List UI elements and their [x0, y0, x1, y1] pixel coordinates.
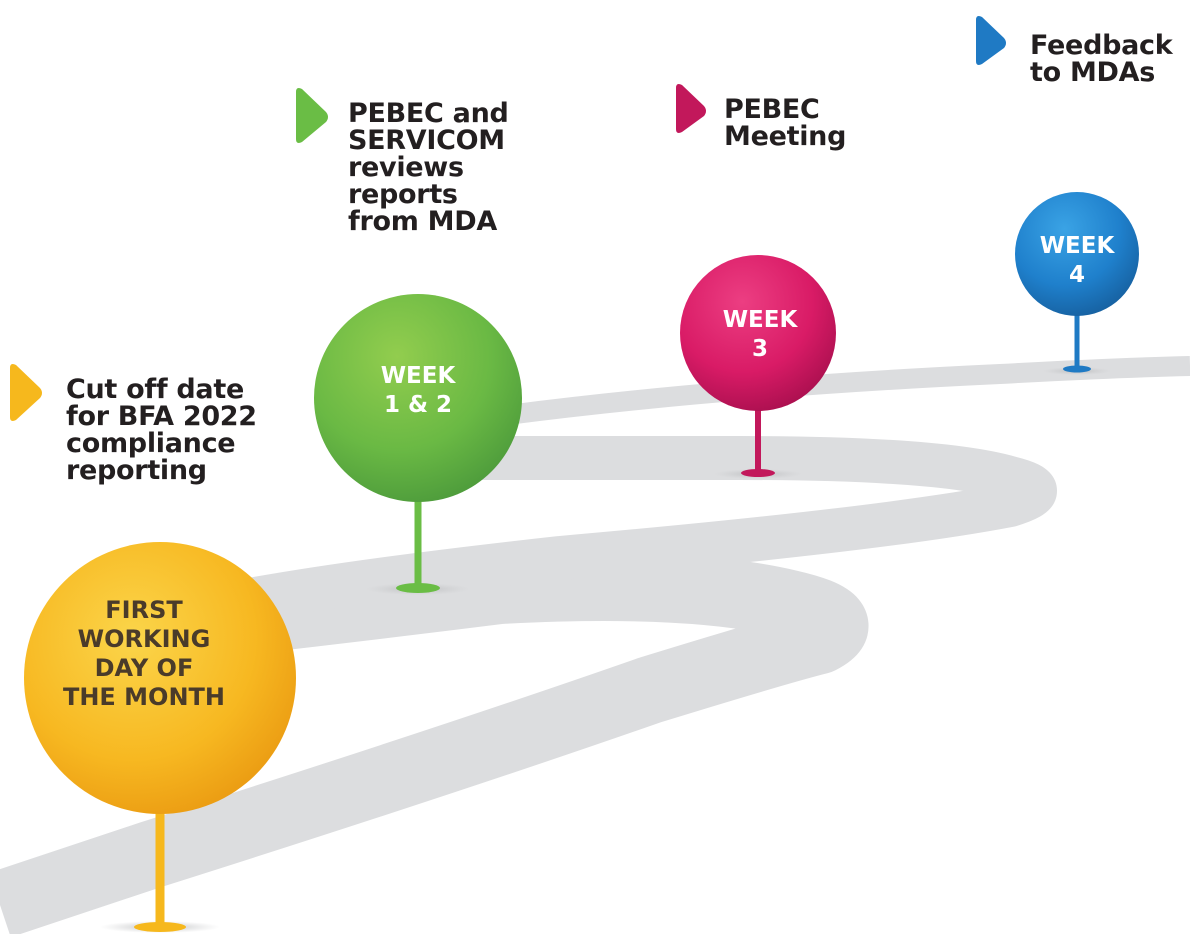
road — [0, 356, 1190, 934]
caption-feedback-to-mdas: Feedback to MDAs — [1030, 30, 1173, 88]
ball-label-line: WEEK — [1039, 233, 1115, 259]
arrow-marker-green — [296, 88, 328, 143]
arrow-marker-yellow — [10, 364, 42, 421]
ball-label-line: 4 — [1068, 262, 1085, 288]
caption-line: PEBEC and — [348, 98, 509, 129]
arrow-marker-magenta — [676, 84, 706, 133]
caption-cut-off-date: Cut off date for BFA 2022 compliance rep… — [66, 376, 257, 484]
ball-label-first-working-day: FIRST WORKING DAY OF THE MONTH — [30, 596, 258, 712]
caption-line: Meeting — [724, 121, 847, 152]
arrow-marker-blue — [976, 16, 1006, 65]
ball-label-line: 1 & 2 — [383, 392, 453, 418]
ball-label-week-3: WEEK 3 — [682, 306, 838, 364]
caption-line: to MDAs — [1030, 57, 1156, 88]
caption-line: Cut off date — [66, 374, 244, 405]
ball-label-line: 3 — [751, 336, 768, 362]
caption-line: from MDA — [348, 206, 497, 237]
caption-line: SERVICOM — [348, 125, 505, 156]
ball-label-line: THE MONTH — [62, 683, 226, 711]
caption-pebec-servicom-review: PEBEC and SERVICOM reviews reports from … — [348, 100, 509, 235]
caption-line: reviews — [348, 152, 464, 183]
ball-label-line: FIRST — [105, 596, 183, 624]
caption-line: compliance — [66, 428, 236, 459]
caption-line: reports — [348, 179, 458, 210]
ball-label-week-1-2: WEEK 1 & 2 — [318, 362, 518, 420]
ball-label-line: WEEK — [380, 363, 456, 389]
ball-label-week-4: WEEK 4 — [1014, 232, 1140, 290]
ball-week-3 — [680, 255, 836, 411]
caption-line: Feedback — [1030, 30, 1173, 61]
ball-first-working-day — [24, 542, 296, 814]
ball-label-line: WEEK — [722, 307, 798, 333]
ball-week-1-2 — [314, 294, 522, 502]
caption-line: for BFA 2022 — [66, 401, 257, 432]
ball-label-line: DAY OF — [94, 654, 194, 682]
caption-line: PEBEC — [724, 94, 820, 125]
ball-label-line: WORKING — [77, 625, 211, 653]
caption-pebec-meeting: PEBEC Meeting — [724, 96, 846, 150]
caption-line: reporting — [66, 455, 207, 486]
ball-week-4 — [1015, 192, 1139, 316]
